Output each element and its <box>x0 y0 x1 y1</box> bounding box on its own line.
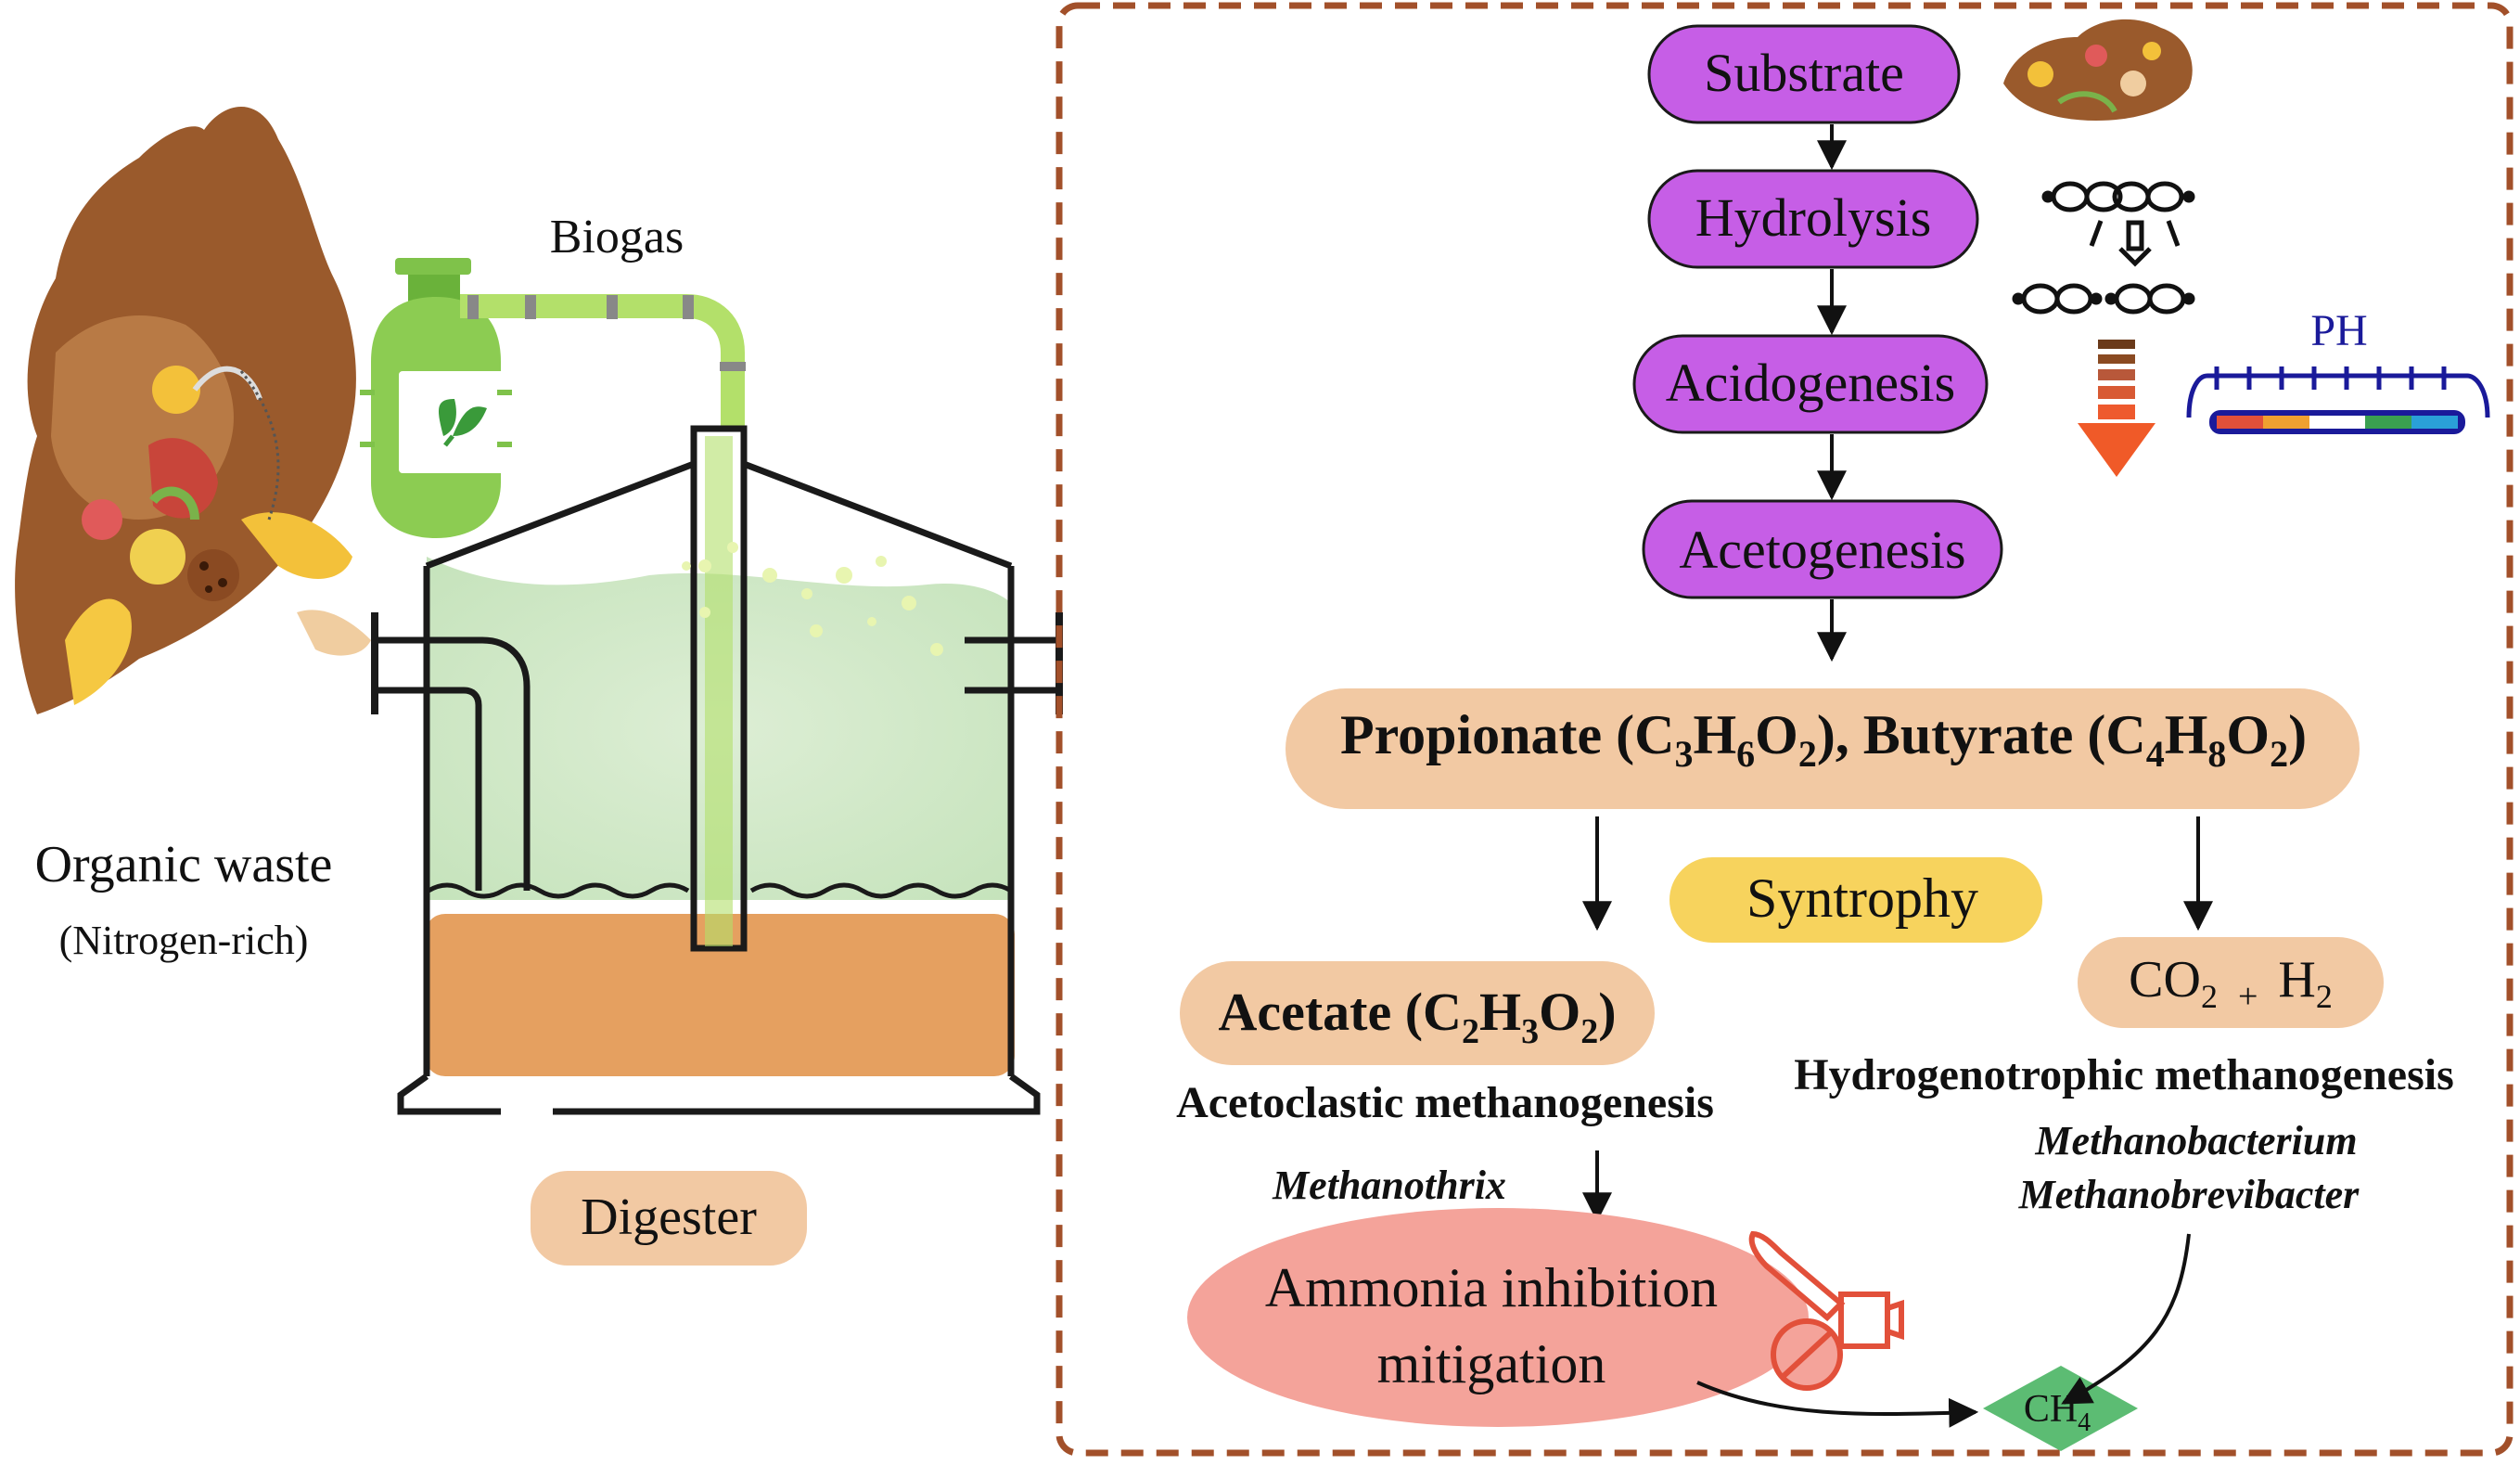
organic-waste-label: Organic waste <box>35 836 333 893</box>
stage-substrate: Substrate <box>1647 24 1961 124</box>
digester-label: Digester <box>581 1189 757 1246</box>
biogas-label: Biogas <box>550 211 684 263</box>
acetate-label: Acetate (C2H3O2) <box>1218 982 1616 1051</box>
acetate-node: Acetate (C2H3O2) <box>1180 961 1655 1065</box>
biogas-tank-icon <box>360 258 512 538</box>
methanobrevibacter-label: Methanobrevibacter <box>2018 1172 2360 1217</box>
syntrophy-node: Syntrophy <box>1669 857 2042 943</box>
digester-icon <box>371 425 1063 1115</box>
co2-h2-label: CO2+H2 <box>2129 951 2333 1016</box>
co2-h2-node: CO2+H2 <box>2078 937 2384 1028</box>
ph-label: PH <box>2310 306 2367 355</box>
ammonia-node: Ammonia inhibition mitigation <box>1187 1208 1809 1427</box>
methanobacterium-label: Methanobacterium <box>2034 1118 2357 1163</box>
no-ammonia-icon <box>1748 1230 1904 1391</box>
acetoclastic-label: Acetoclastic methanogenesis <box>1176 1078 1714 1127</box>
ammonia-label-line2: mitigation <box>1377 1333 1606 1394</box>
molecule-split-icon <box>2012 181 2195 315</box>
organic-waste-sublabel: (Nitrogen-rich) <box>59 918 309 963</box>
stage-hydrolysis: Hydrolysis <box>1647 169 1979 269</box>
acetogenesis-label: Acetogenesis <box>1679 520 1965 580</box>
arrow-hydrogenotrophic-ch4 <box>2061 1233 2191 1405</box>
biogas-pipe <box>460 294 746 427</box>
stage-acetogenesis: Acetogenesis <box>1642 499 2003 599</box>
syntrophy-label: Syntrophy <box>1746 867 1978 929</box>
ammonia-label-line1: Ammonia inhibition <box>1265 1257 1718 1318</box>
acidogenesis-label: Acidogenesis <box>1666 353 1956 413</box>
food-waste-icon <box>15 107 371 714</box>
vfa-node: Propionate (C3H6O2), Butyrate (C4H8O2) <box>1286 688 2360 809</box>
ph-scale-icon: PH <box>2186 306 2490 434</box>
food-waste-icon-small <box>2003 19 2193 122</box>
ch4-node: CH4 <box>1983 1366 2138 1451</box>
digester-label-bg <box>531 1171 807 1266</box>
methanothrix-label: Methanothrix <box>1272 1163 1506 1208</box>
pathway-panel-border <box>1055 2 2514 1457</box>
arrow-ammonia-ch4 <box>1696 1381 1979 1428</box>
stage-acidogenesis: Acidogenesis <box>1632 334 1989 434</box>
hydrogenotrophic-label: Hydrogenotrophic methanogenesis <box>1794 1050 2454 1099</box>
vfa-label: Propionate (C3H6O2), Butyrate (C4H8O2) <box>1340 704 2307 775</box>
down-arrow-icon <box>2078 340 2155 477</box>
hydrolysis-label: Hydrolysis <box>1695 187 1932 248</box>
substrate-label: Substrate <box>1704 43 1904 103</box>
